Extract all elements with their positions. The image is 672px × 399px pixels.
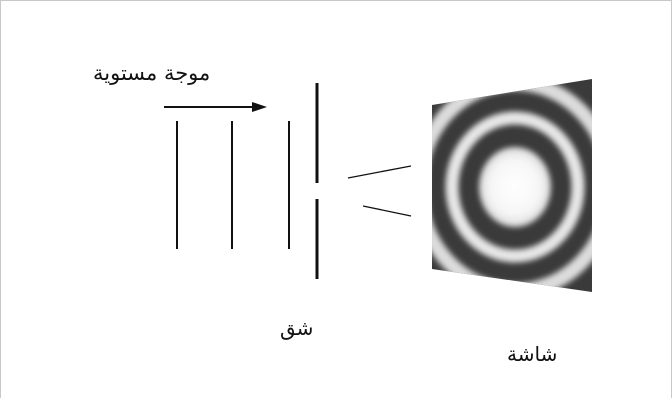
plane-wave-label: موجة مستوية [93, 61, 210, 85]
slit-label: شق [280, 316, 313, 340]
screen-label: شاشة [507, 342, 557, 366]
propagation-arrow [164, 102, 267, 112]
plane-wavefronts [177, 121, 289, 249]
diverging-rays [348, 166, 411, 216]
screen-pattern [419, 79, 611, 292]
